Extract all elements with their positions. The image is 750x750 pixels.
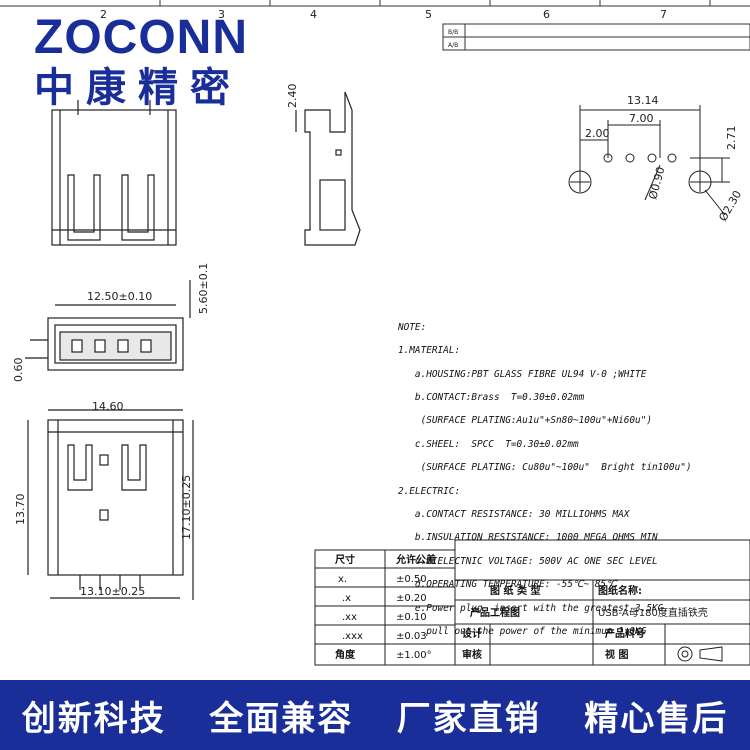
dim-pin-offset: 2.00 bbox=[585, 127, 610, 140]
rev-cell-1: B/B bbox=[448, 29, 458, 36]
grid-num-4: 4 bbox=[310, 8, 317, 21]
rev-cell-2: A/B bbox=[448, 42, 458, 49]
brand-name-cn: 中康精密 bbox=[34, 65, 242, 111]
dim-opening-width: 12.50±0.10 bbox=[87, 290, 152, 303]
dim-top-height: 2.40 bbox=[286, 84, 299, 109]
tb-design: 设计 bbox=[462, 627, 482, 640]
projection-symbol-icon bbox=[677, 646, 723, 662]
tb-drawing-name: USB-A母180度直插铁壳 bbox=[598, 606, 708, 619]
brand-name-en: ZOCONN bbox=[34, 11, 248, 64]
dim-pin-hole: Ø0.90 bbox=[646, 165, 667, 200]
note-line: d.OPERATING TEMPERATURE: -55℃~ 85℃ bbox=[398, 579, 617, 591]
dim-opening-height: 5.60±0.1 bbox=[197, 263, 210, 314]
note-line: a.HOUSING:PBT GLASS FIBRE UL94 V-0 ;WHIT… bbox=[398, 368, 647, 380]
grid-num-6: 6 bbox=[543, 8, 550, 21]
note-line: e.Power plug, insert with the greatest 3… bbox=[398, 602, 669, 614]
tol-row-2-val: ±0.20 bbox=[396, 593, 427, 604]
note-line: a.CONTACT RESISTANCE: 30 MILLIOHMS MAX bbox=[398, 508, 630, 520]
tol-row-1-size: x. bbox=[338, 574, 347, 585]
grid-num-2: 2 bbox=[100, 8, 107, 21]
slogan-item: 创新科技 bbox=[21, 698, 166, 739]
grid-num-3: 3 bbox=[218, 8, 225, 21]
dim-row-gap: 2.71 bbox=[725, 126, 738, 151]
tol-row-2-size: .x bbox=[342, 593, 351, 604]
tb-review: 审核 bbox=[462, 648, 482, 661]
slogan-item: 厂家直销 bbox=[396, 698, 541, 739]
dim-total-width: 13.14 bbox=[627, 94, 659, 107]
pcb-layout bbox=[568, 105, 730, 216]
tol-row-5-size: 角度 bbox=[335, 648, 356, 661]
note-line: b.CONTACT:Brass T=0.30±0.02mm bbox=[398, 391, 585, 403]
tb-product-drawing: 产品工程图 bbox=[470, 606, 520, 619]
dim-overall-height: 17.10±0.25 bbox=[180, 475, 193, 540]
engineering-drawing: 2 3 4 5 6 7 B/B A/B 2.40 bbox=[0, 0, 750, 666]
tol-row-4-size: .xxx bbox=[342, 631, 363, 642]
note-line: (SURFACE PLATING: Cu80u"~100u" Bright ti… bbox=[398, 462, 692, 474]
slogan-item: 全面兼容 bbox=[209, 698, 354, 739]
brand-logo: ZOCONN 中康精密 bbox=[34, 12, 248, 112]
dim-pin-span: 7.00 bbox=[629, 112, 654, 125]
revision-table bbox=[442, 23, 750, 51]
note-line: b.INSULATION RESISTANCE: 1000 MEGA OHMS … bbox=[398, 532, 658, 544]
top-view bbox=[27, 409, 194, 600]
tb-part-no: 产品料号 bbox=[605, 627, 645, 640]
grid-strip bbox=[0, 0, 750, 7]
dim-shell-gap: 0.60 bbox=[12, 358, 25, 383]
note-line: 2.ELECTRIC: bbox=[398, 485, 461, 497]
tol-header-size: 尺寸 bbox=[335, 553, 355, 566]
title-block bbox=[454, 539, 750, 666]
tb-drawing-type: 图 纸 类 型 bbox=[490, 584, 540, 597]
slogan-item: 精心售后 bbox=[584, 698, 729, 739]
tol-row-4-val: ±0.03 bbox=[396, 631, 427, 642]
tol-row-5-val: ±1.00° bbox=[396, 650, 432, 661]
side-view bbox=[295, 91, 361, 246]
grid-num-7: 7 bbox=[660, 8, 667, 21]
tol-header-tol: 允许公差 bbox=[395, 553, 436, 566]
opening-view bbox=[25, 280, 191, 371]
slogan-banner: 创新科技 全面兼容 厂家直销 精心售后 bbox=[0, 680, 750, 750]
grid-num-5: 5 bbox=[425, 8, 432, 21]
note-line: (SURFACE PLATING:Au1u"+Sn80~100u"+Ni60u"… bbox=[398, 415, 652, 427]
note-line: pull out the power of the minimum 1.0KG bbox=[398, 625, 647, 637]
tol-row-1-val: ±0.50 bbox=[396, 574, 427, 585]
dim-peg-hole: Ø2.30 bbox=[716, 188, 744, 223]
front-view bbox=[51, 100, 177, 246]
tb-view: 视 图 bbox=[605, 648, 628, 661]
tolerance-table bbox=[314, 549, 456, 666]
note-line: 1.MATERIAL: bbox=[398, 345, 461, 357]
dim-body-width: 14.60 bbox=[92, 400, 124, 413]
dim-body-height: 13.70 bbox=[14, 494, 27, 526]
note-line: c.SHEEL: SPCC T=0.30±0.02mm bbox=[398, 438, 579, 450]
notes-title: NOTE: bbox=[398, 321, 427, 333]
notes-block: NOTE: 1.MATERIAL: a.HOUSING:PBT GLASS FI… bbox=[398, 310, 692, 649]
tol-row-3-val: ±0.10 bbox=[396, 612, 427, 623]
tol-row-3-size: .xx bbox=[342, 612, 357, 623]
dim-foot-width: 13.10±0.25 bbox=[80, 585, 145, 598]
note-line: c.DIELECTNIC VOLTAGE: 500V AC ONE SEC LE… bbox=[398, 555, 658, 567]
tb-drawing-name-label: 图纸名称: bbox=[598, 584, 642, 597]
